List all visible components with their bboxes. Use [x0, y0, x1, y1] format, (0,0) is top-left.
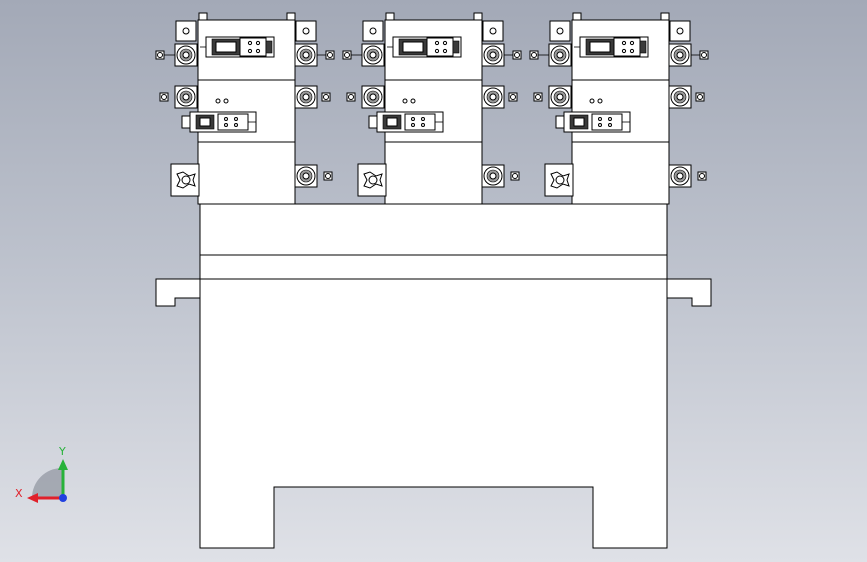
valve-stack-1	[155, 12, 335, 205]
coordinate-triad: Y X	[15, 445, 68, 503]
x-axis-label: X	[15, 487, 23, 500]
triad-plane-icon	[32, 468, 62, 498]
y-axis-label: Y	[58, 445, 66, 458]
base-frame	[155, 203, 712, 549]
valve-stack-2	[342, 12, 522, 205]
valve-stack-3	[529, 12, 709, 205]
z-axis-dot	[59, 494, 67, 502]
